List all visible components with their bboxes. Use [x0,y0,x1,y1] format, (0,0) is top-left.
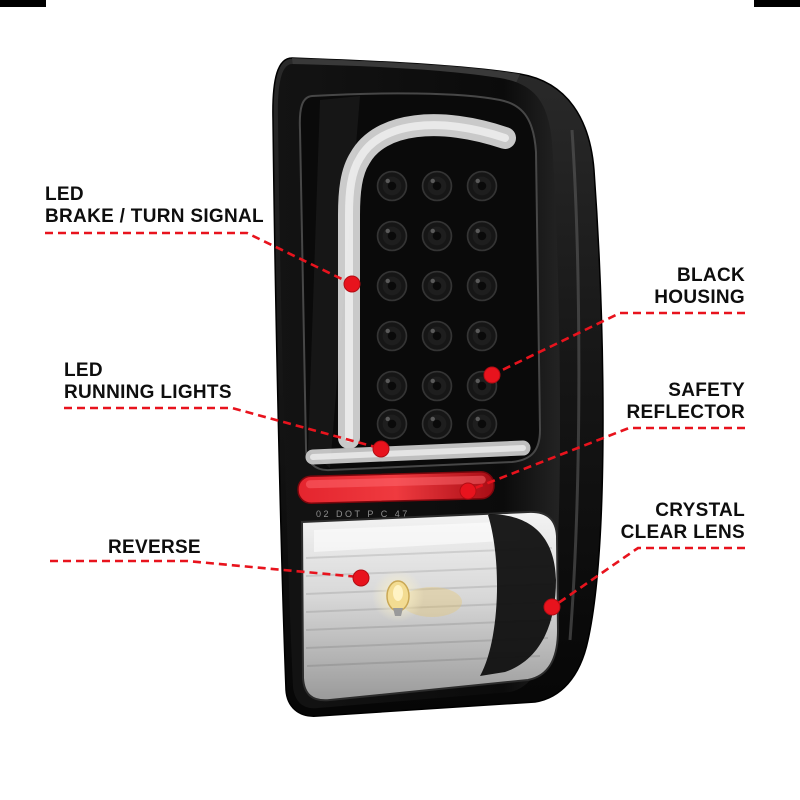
lamp-group: 02 DOT P C 47 [272,57,604,717]
lens-dark-corner [480,514,556,676]
callout-running-line1: LED [64,360,103,381]
lens-reflection [308,96,360,468]
reverse-bulb [372,570,424,622]
lens-highlight [314,521,520,552]
callout-reflector-line2: REFLECTOR [626,402,745,423]
callout-lens-line2: CLEAR LENS [620,522,745,543]
callout-label-crystal-clear-lens: CRYSTAL CLEAR LENS [621,500,745,544]
callout-label-reverse: REVERSE [108,537,201,559]
callout-brake-line1: LED [45,184,84,205]
safety-reflector [297,471,495,504]
leader-line-lens [553,546,745,608]
callout-label-black-housing: BLACK HOUSING [654,265,745,309]
leader-line-brake [45,231,351,285]
leader-line-running [64,406,380,450]
callout-reflector-line1: SAFETY [668,380,745,401]
callout-brake-line2: BRAKE / TURN SIGNAL [45,206,264,227]
callout-leader-lines [45,231,745,616]
callout-reverse-line1: REVERSE [108,537,201,558]
leader-dot-brake [343,275,361,293]
image-corner-mark-left [0,0,46,7]
leader-line-reverse [50,559,360,579]
callout-label-safety-reflector: SAFETY REFLECTOR [627,380,745,424]
callout-housing-line2: HOUSING [654,287,745,308]
callout-label-brake-turn-signal: LED BRAKE / TURN SIGNAL [45,184,264,228]
leader-dot-reverse [352,569,370,587]
lamp-certification-marking: 02 DOT P C 47 [316,509,410,519]
callout-running-line2: RUNNING LIGHTS [64,382,232,403]
lamp-side-highlight [568,129,581,641]
image-corner-mark-right [754,0,800,7]
leader-line-housing [493,311,745,376]
leader-dot-housing [483,366,501,384]
callout-lens-line1: CRYSTAL [655,500,745,521]
leader-dot-running [372,440,390,458]
reverse-lens [300,510,560,702]
callout-housing-line1: BLACK [677,265,745,286]
leader-dot-lens [543,598,561,616]
callout-label-running-lights: LED RUNNING LIGHTS [64,360,232,404]
leader-dot-reflector [459,482,477,500]
light-bar [305,114,531,465]
